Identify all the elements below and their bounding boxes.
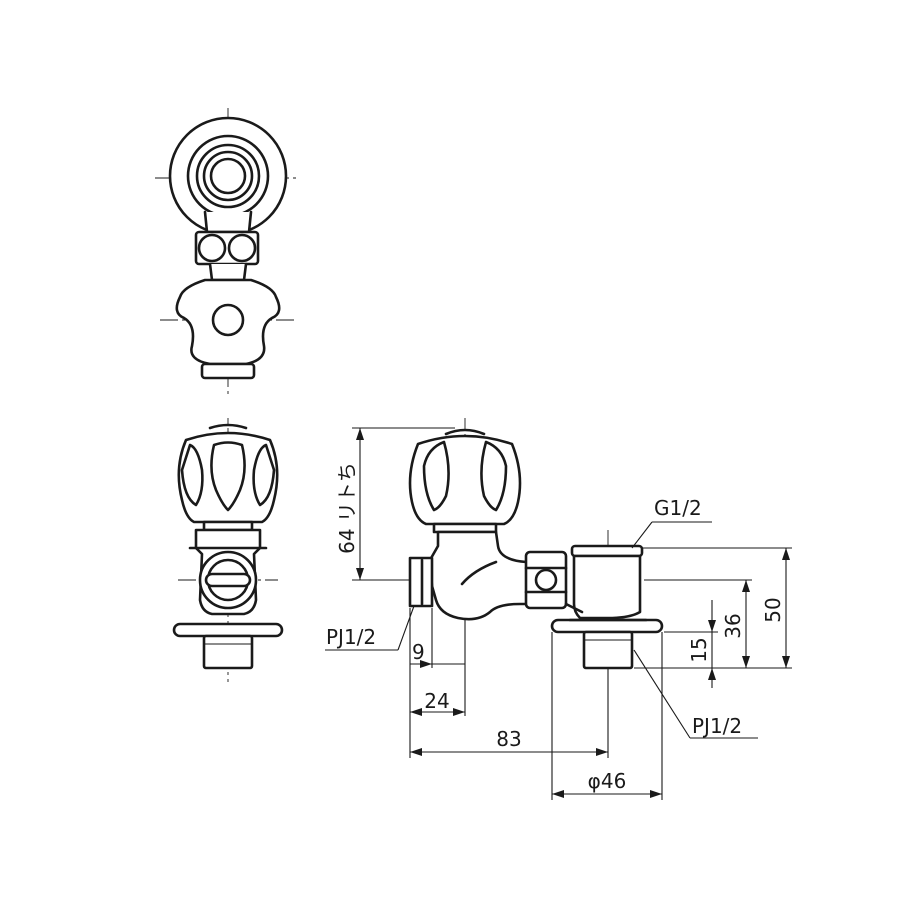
label-dim-15: 15 <box>687 637 711 662</box>
dim-83-arrow-left <box>410 748 422 756</box>
dim-83-arrow-right <box>596 748 608 756</box>
side-handle-lobe-left <box>422 440 450 512</box>
label-dim-83: 83 <box>496 727 521 751</box>
label-dim-24: 24 <box>424 689 449 713</box>
side-flange-plate <box>550 618 664 634</box>
front-handle-cap <box>208 423 248 430</box>
dim-24-arrow-right <box>453 708 465 716</box>
top-socket-mid <box>202 150 254 202</box>
side-hex-face <box>534 568 558 592</box>
label-height-total: 64 リトち <box>335 462 359 554</box>
top-view <box>155 108 300 395</box>
dim-9-arrow <box>420 660 432 668</box>
front-flange-plate <box>172 622 284 638</box>
side-elbow-socket <box>572 554 642 620</box>
side-elbow-joint <box>564 602 584 614</box>
dimension-lines <box>325 427 792 800</box>
dimension-labels: 64 リトち PJ1/2 9 24 83 φ46 G1/2 PJ1/2 15 3… <box>326 462 785 793</box>
side-handle-body <box>408 434 522 526</box>
dim-diameter-arrow-left <box>552 790 564 798</box>
side-valve-body <box>428 530 532 621</box>
g12-leader <box>631 521 653 549</box>
front-handle-lobe-right <box>252 443 276 507</box>
side-hex-nut <box>524 550 568 610</box>
side-body-contour <box>460 560 498 586</box>
side-socket-lip <box>570 544 644 558</box>
label-dim-50: 50 <box>761 597 785 622</box>
top-neck <box>203 210 253 234</box>
front-outlet-slot <box>204 572 252 588</box>
top-nut-face-right <box>227 233 257 263</box>
front-handle-body <box>177 431 279 524</box>
front-bottom-thread <box>202 634 254 670</box>
dim-50-arrow-top <box>782 548 790 560</box>
side-handle-cap <box>444 428 486 436</box>
dim-36-arrow-top <box>742 580 750 592</box>
label-dim-36: 36 <box>721 613 745 638</box>
inlet-leader <box>397 605 415 651</box>
top-nut-face-left <box>197 233 227 263</box>
label-thread-outlet: PJ1/2 <box>692 714 742 738</box>
top-stem <box>208 262 248 282</box>
top-socket-outer <box>195 143 261 209</box>
dim-15-arrow-top <box>708 620 716 632</box>
dim-15-arrow-bottom <box>708 668 716 680</box>
front-handle-lobe-left <box>180 443 204 507</box>
dim-50-arrow-bottom <box>782 656 790 668</box>
height-arrow-bottom <box>356 568 364 580</box>
outlet-leader <box>633 649 691 739</box>
dim-diameter-arrow-right <box>650 790 662 798</box>
side-view <box>408 418 664 680</box>
dim-36-arrow-bottom <box>742 656 750 668</box>
dim-24-arrow-left <box>410 708 422 716</box>
top-socket-inner <box>209 157 247 195</box>
label-thread-inlet: PJ1/2 <box>326 625 376 649</box>
height-arrow-top <box>356 428 364 440</box>
side-handle-lobe-right <box>480 440 508 512</box>
front-handle-lobe-center <box>210 441 246 512</box>
side-bottom-thread <box>582 630 634 670</box>
top-handle-screw <box>211 303 245 337</box>
label-dim-diameter: φ46 <box>588 769 627 793</box>
top-handle-skirt <box>200 362 256 380</box>
front-view <box>172 418 284 682</box>
label-dim-9: 9 <box>412 640 425 664</box>
label-thread-top: G1/2 <box>654 496 702 520</box>
